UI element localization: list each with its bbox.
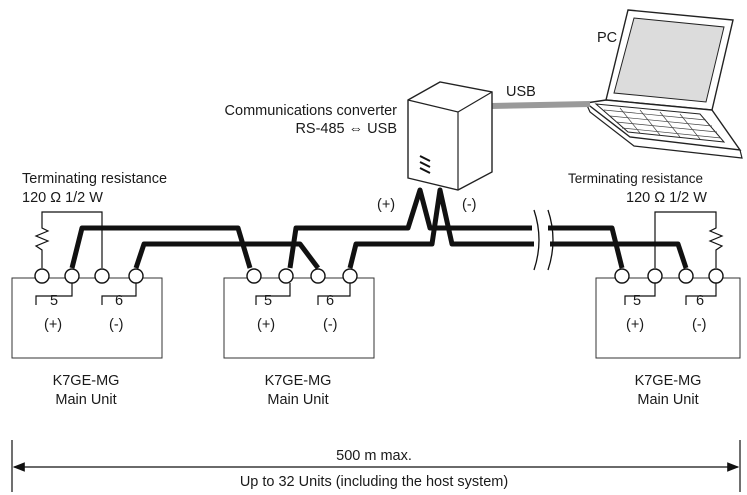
wire-break-mark [547, 209, 554, 271]
unit-3-minus-label: (-) [692, 317, 707, 333]
unit-1-plus-label: (+) [44, 317, 62, 333]
dimension-distance-label: 500 m max. [336, 448, 412, 464]
unit-1-minus-label: (-) [109, 317, 124, 333]
terminal-screw-icon [708, 268, 724, 284]
unit-3-model: K7GE-MG [635, 373, 702, 389]
terminal-screw-icon [64, 268, 80, 284]
converter-label-line1: Communications converter [225, 103, 398, 119]
right-termination-label-line2: 120 Ω 1/2 W [626, 190, 707, 206]
communications-converter-icon [407, 81, 493, 191]
usb-cable [490, 101, 591, 109]
main-unit-2: 5 6 (+) (-) K7GE-MG Main Unit [223, 268, 375, 408]
main-unit-1: 5 6 (+) (-) K7GE-MG Main Unit [11, 268, 163, 408]
unit-2-box [223, 277, 375, 359]
unit-1-terminal-5: 5 [50, 293, 58, 309]
wire-break-mark [533, 209, 540, 271]
terminal-screw-icon [647, 268, 663, 284]
right-terminating-resistor-icon [654, 211, 724, 268]
unit-3-name: Main Unit [637, 392, 698, 408]
terminal-screw-icon [278, 268, 294, 284]
terminal-screw-icon [128, 268, 144, 284]
unit-1-box [11, 277, 163, 359]
terminal-screw-icon [342, 268, 358, 284]
left-termination-label-line2: 120 Ω 1/2 W [22, 190, 103, 206]
unit-3-box [595, 277, 741, 359]
converter-minus-label: (-) [462, 197, 477, 213]
bus-wire-minus [133, 187, 689, 270]
pc-laptop-icon [584, 9, 743, 159]
unit-2-terminal-5: 5 [264, 293, 272, 309]
terminal-screw-icon [310, 268, 326, 284]
left-terminating-resistor-icon [34, 211, 103, 268]
unit-2-terminal-6: 6 [326, 293, 334, 309]
unit-3-plus-label: (+) [626, 317, 644, 333]
terminal-screw-icon [94, 268, 110, 284]
terminal-screw-icon [614, 268, 630, 284]
unit-1-model: K7GE-MG [53, 373, 120, 389]
dimension-note-label: Up to 32 Units (including the host syste… [240, 474, 508, 490]
converter-label-line2: RS-485 ⇔ USB [295, 121, 397, 137]
pc-label: PC [597, 30, 617, 46]
unit-1-name: Main Unit [55, 392, 116, 408]
unit-2-plus-label: (+) [257, 317, 275, 333]
unit-2-minus-label: (-) [323, 317, 338, 333]
left-termination-label-line1: Terminating resistance [22, 171, 167, 187]
terminal-screw-icon [34, 268, 50, 284]
unit-2-model: K7GE-MG [265, 373, 332, 389]
main-unit-3: 5 6 (+) (-) K7GE-MG Main Unit [595, 268, 741, 408]
right-termination-label-line1: Terminating resistance [568, 171, 703, 186]
unit-2-name: Main Unit [267, 392, 328, 408]
unit-3-terminal-5: 5 [633, 293, 641, 309]
terminal-screw-icon [246, 268, 262, 284]
terminal-screw-icon [678, 268, 694, 284]
unit-3-terminal-6: 6 [696, 293, 704, 309]
converter-plus-label: (+) [377, 197, 395, 213]
bus-wire-plus [69, 187, 625, 269]
usb-label: USB [506, 84, 536, 100]
unit-1-terminal-6: 6 [115, 293, 123, 309]
